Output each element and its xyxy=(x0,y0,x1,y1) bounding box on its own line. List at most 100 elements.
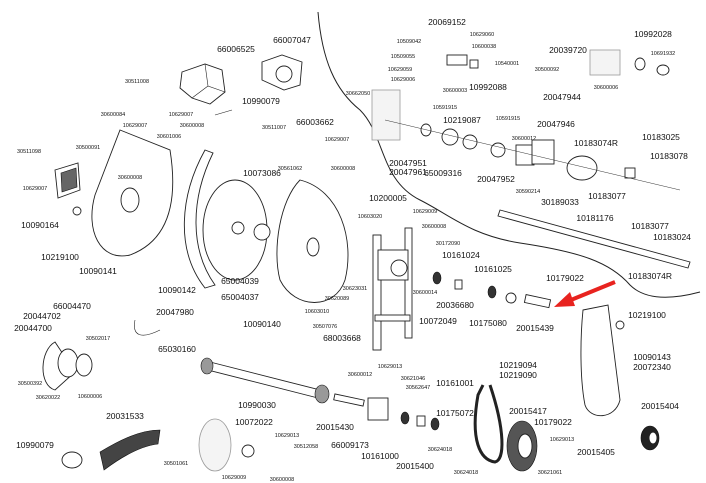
part-number-label: 66006525 xyxy=(217,44,255,54)
fan-wheel xyxy=(202,179,271,281)
part-number-label: 20047951 xyxy=(389,158,427,168)
part-number-label: 10072022 xyxy=(235,417,273,427)
part-number-label: 66003662 xyxy=(296,117,334,127)
part-number-label: 10175080 xyxy=(469,318,507,328)
part-number-label: 30624018 xyxy=(428,447,452,453)
part-number-label: 10183074R xyxy=(628,271,672,281)
part-number-label: 20069152 xyxy=(428,17,466,27)
part-number-label: 30623031 xyxy=(343,286,367,292)
part-number-label: 10183024 xyxy=(653,232,691,242)
part-number-label: 10629009 xyxy=(413,209,437,215)
part-number-label: 10600006 xyxy=(78,394,102,400)
part-number-label: 30500091 xyxy=(76,145,100,151)
part-number-label: 20015404 xyxy=(641,401,679,411)
part-number-label: 10179022 xyxy=(534,417,572,427)
part-number-label: 30601006 xyxy=(157,134,181,140)
frame-part xyxy=(372,227,413,351)
part-number-label: 20047961 xyxy=(389,167,427,177)
part-number-label: 20072340 xyxy=(633,362,671,372)
part-number-label: 30600008 xyxy=(118,175,142,181)
part-number-label: 30621061 xyxy=(538,470,562,476)
part-number-label: 10161025 xyxy=(474,264,512,274)
grille-part xyxy=(54,162,81,199)
part-number-label: 10629007 xyxy=(325,137,349,143)
hydraulic-assembly xyxy=(371,49,691,269)
part-number-label: 20036680 xyxy=(436,300,474,310)
part-number-label: 30662050 xyxy=(346,91,370,97)
housing-part xyxy=(261,54,303,91)
part-number-label: 66009173 xyxy=(331,440,369,450)
part-number-label: 30189033 xyxy=(541,197,579,207)
part-number-label: 20047944 xyxy=(543,92,581,102)
part-number-label: 10629013 xyxy=(275,433,299,439)
part-number-label: 68003668 xyxy=(323,333,361,343)
part-number-label: 10090141 xyxy=(79,266,117,276)
part-number-label: 20047946 xyxy=(537,119,575,129)
part-number-label: 30600014 xyxy=(413,290,437,296)
part-number-label: 10629007 xyxy=(169,112,193,118)
part-number-label: 30620022 xyxy=(36,395,60,401)
part-number-label: 10219090 xyxy=(499,370,537,380)
part-number-label: 10509055 xyxy=(391,54,415,60)
part-number-label: 10181176 xyxy=(576,213,613,223)
part-number-label: 20047980 xyxy=(156,307,194,317)
part-number-label: 10183077 xyxy=(631,221,669,231)
part-number-label: 10629060 xyxy=(470,32,494,38)
part-number-label: 10183025 xyxy=(642,132,680,142)
part-number-label: 30600012 xyxy=(512,136,536,142)
part-number-label: 10219100 xyxy=(628,310,666,320)
part-number-label: 10219087 xyxy=(443,115,481,125)
part-number-label: 66007047 xyxy=(273,35,311,45)
part-number-labels: 6600652566007047305110081062900730600008… xyxy=(14,17,691,483)
pulley-left xyxy=(198,418,255,472)
part-number-label: 10219100 xyxy=(41,252,79,262)
part-number-label: 30500092 xyxy=(535,67,559,73)
part-number-label: 10992028 xyxy=(634,29,672,39)
part-number-label: 10691932 xyxy=(651,51,675,57)
part-number-label: 10090143 xyxy=(633,352,671,362)
part-number-label: 10629013 xyxy=(378,364,402,370)
bearing-parts xyxy=(432,271,552,309)
part-number-label: 30507076 xyxy=(313,324,337,330)
part-number-label: 20044700 xyxy=(14,323,52,333)
pto-shaft xyxy=(200,357,389,421)
part-number-label: 30600084 xyxy=(101,112,125,118)
part-number-label: 10509042 xyxy=(397,39,421,45)
part-number-label: 20015405 xyxy=(577,447,615,457)
part-number-label: 10629013 xyxy=(550,437,574,443)
part-number-label: 30600008 xyxy=(180,123,204,129)
part-number-label: 30600012 xyxy=(348,372,372,378)
pin-part xyxy=(214,109,233,116)
part-number-label: 20015430 xyxy=(316,422,354,432)
part-number-label: 30624018 xyxy=(454,470,478,476)
part-number-label: 20015417 xyxy=(509,406,547,416)
part-number-label: 10161000 xyxy=(361,451,399,461)
part-number-label: 20015439 xyxy=(516,323,554,333)
part-number-label: 20039720 xyxy=(549,45,587,55)
part-number-label: 10629009 xyxy=(222,475,246,481)
part-number-label: 10603020 xyxy=(358,214,382,220)
part-number-label: 30172090 xyxy=(436,241,460,247)
part-number-label: 10183078 xyxy=(650,151,688,161)
part-number-label: 30561062 xyxy=(278,166,302,172)
section-divider xyxy=(317,11,701,298)
part-number-label: 65009316 xyxy=(424,168,462,178)
part-number-label: 10629007 xyxy=(123,123,147,129)
part-number-label: 30590214 xyxy=(516,189,540,195)
part-number-label: 10183077 xyxy=(588,191,626,201)
part-number-label: 30600008 xyxy=(331,166,355,172)
belt-and-pulleys xyxy=(400,304,660,472)
part-number-label: 10183074R xyxy=(574,138,618,148)
scroll-band xyxy=(183,149,216,289)
part-number-label: 20044702 xyxy=(23,311,61,321)
part-number-label: 30562647 xyxy=(406,385,430,391)
part-number-label: 30502017 xyxy=(86,336,110,342)
part-number-label: 10090140 xyxy=(243,319,281,329)
part-number-label: 65004037 xyxy=(221,292,259,302)
part-number-label: 20031533 xyxy=(106,411,144,421)
red-arrow-icon xyxy=(554,280,616,307)
part-number-label: 10090164 xyxy=(21,220,59,230)
part-number-label: 30621046 xyxy=(401,376,425,382)
